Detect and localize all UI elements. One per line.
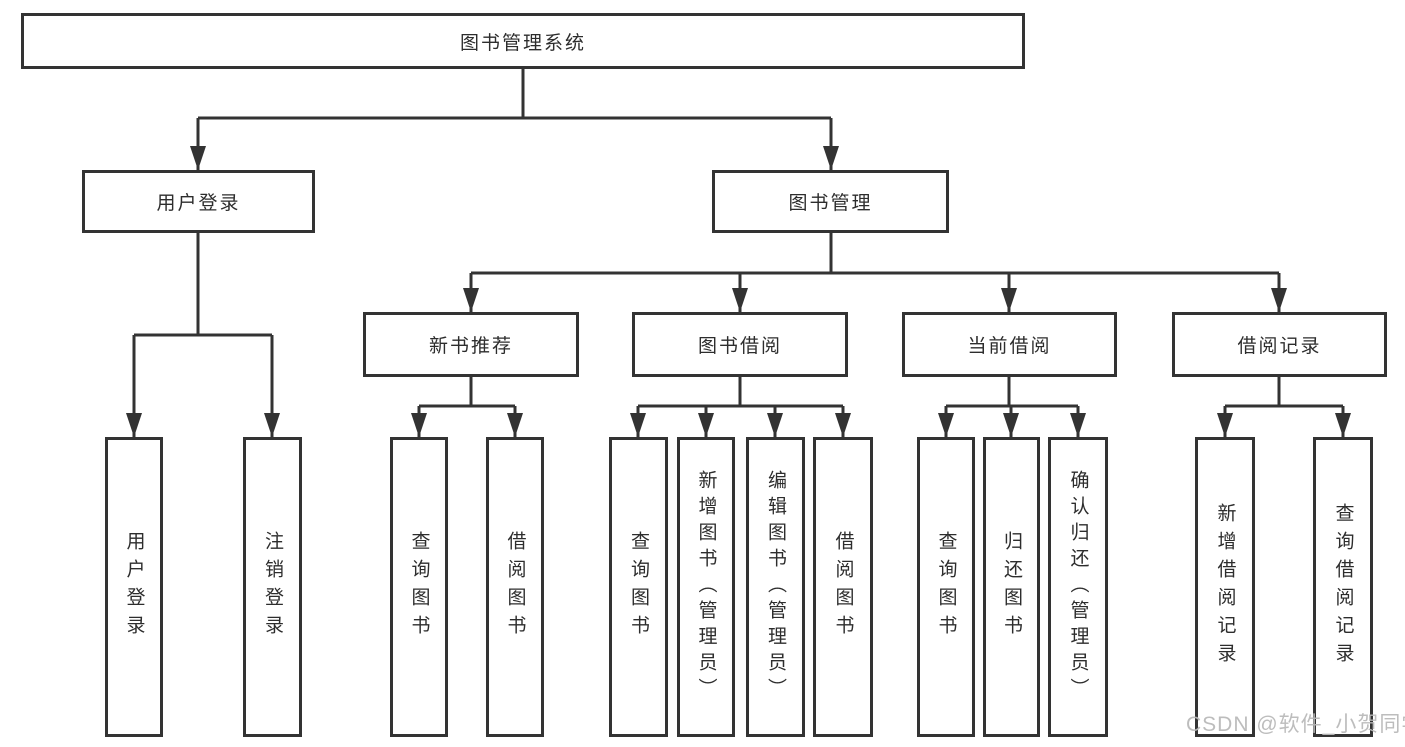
- connector-borrow-records-trunk: [1225, 377, 1343, 408]
- node-user-login-label: 用户登录: [156, 193, 241, 214]
- leaf-query-borrow-record-label: 查询借阅记录: [1332, 503, 1354, 671]
- leaf-borrow-books-1-label: 借阅图书: [504, 531, 526, 643]
- leaf-add-borrow-record: 新增借阅记录: [1195, 437, 1255, 737]
- node-book-borrow: 图书借阅: [632, 312, 848, 377]
- leaf-confirm-return-admin: 确认归还（管理员）: [1048, 437, 1108, 737]
- node-borrow-records-label: 借阅记录: [1237, 336, 1322, 357]
- leaf-query-books-1-label: 查询图书: [408, 531, 430, 643]
- leaf-return-book-label: 归还图书: [1001, 531, 1022, 643]
- node-user-login: 用户登录: [82, 170, 315, 233]
- leaf-borrow-books-2-label: 借阅图书: [832, 531, 854, 643]
- leaf-user-login-label: 用户登录: [123, 531, 145, 643]
- connector-root-trunk: [198, 69, 831, 120]
- node-new-book-recommend-label: 新书推荐: [428, 336, 513, 357]
- leaf-add-book-admin-label: 新增图书（管理员）: [695, 470, 717, 704]
- connector-user-login-trunk: [134, 233, 272, 337]
- connector-book-borrow-trunk: [638, 377, 843, 408]
- leaf-edit-book-admin-label: 编辑图书（管理员）: [765, 470, 786, 704]
- node-book-borrow-label: 图书借阅: [697, 336, 782, 357]
- node-book-management-label: 图书管理: [788, 193, 873, 214]
- leaf-borrow-books-1: 借阅图书: [486, 437, 544, 737]
- leaf-user-login: 用户登录: [105, 437, 163, 737]
- node-borrow-records: 借阅记录: [1172, 312, 1387, 377]
- leaf-confirm-return-admin-label: 确认归还（管理员）: [1067, 470, 1089, 704]
- leaf-query-books-3-label: 查询图书: [935, 531, 957, 643]
- leaf-query-books-2-label: 查询图书: [628, 531, 649, 643]
- leaf-logout: 注销登录: [243, 437, 302, 737]
- node-book-management: 图书管理: [712, 170, 949, 233]
- node-new-book-recommend: 新书推荐: [363, 312, 579, 377]
- leaf-return-book: 归还图书: [983, 437, 1040, 737]
- connector-book-management-trunk: [471, 233, 1279, 275]
- node-current-borrow-label: 当前借阅: [967, 336, 1052, 357]
- leaf-query-books-1: 查询图书: [390, 437, 448, 737]
- node-current-borrow: 当前借阅: [902, 312, 1117, 377]
- leaf-query-books-2: 查询图书: [609, 437, 668, 737]
- node-root: 图书管理系统: [21, 13, 1025, 69]
- leaf-query-books-3: 查询图书: [917, 437, 975, 737]
- leaf-edit-book-admin: 编辑图书（管理员）: [746, 437, 805, 737]
- connector-new-book-trunk: [419, 377, 515, 408]
- leaf-add-borrow-record-label: 新增借阅记录: [1214, 503, 1236, 671]
- connector-current-borrow-trunk: [946, 377, 1078, 408]
- leaf-logout-label: 注销登录: [262, 531, 283, 643]
- csdn-watermark: CSDN @软件_小贺同学: [1186, 713, 1405, 736]
- node-root-label: 图书管理系统: [459, 32, 586, 54]
- leaf-add-book-admin: 新增图书（管理员）: [677, 437, 735, 737]
- leaf-borrow-books-2: 借阅图书: [813, 437, 873, 737]
- leaf-query-borrow-record: 查询借阅记录: [1313, 437, 1373, 737]
